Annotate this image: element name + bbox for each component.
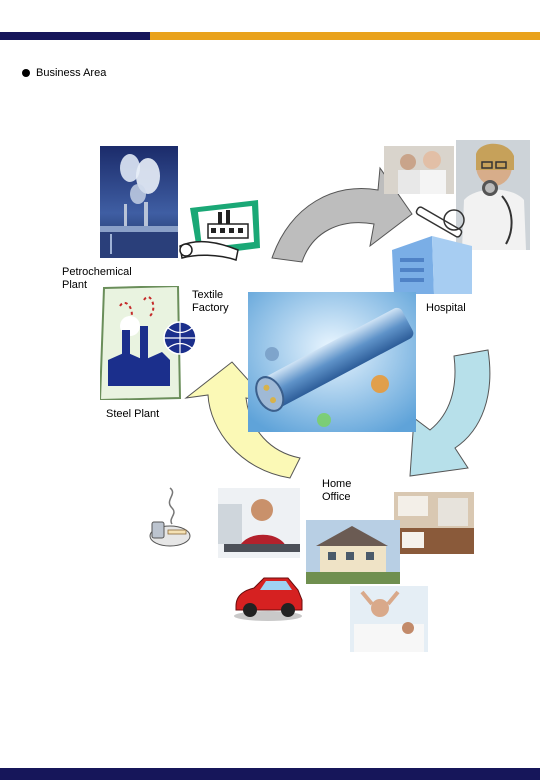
textile-factory-icon [179,200,260,261]
label-hospital: Hospital [426,302,466,314]
ashtray-icon [149,487,191,547]
kitchen-photo [394,492,474,554]
man-at-desk-photo [218,488,300,558]
section-title: Business Area [36,67,107,79]
label-home-office: Home Office [322,478,352,503]
waking-woman-photo [350,586,428,652]
steel-plant-icon [100,286,197,400]
petrochemical-plant-photo [100,146,178,258]
hospital-consult-photo [384,146,454,194]
header-stripe-navy [0,32,150,40]
doctor-stethoscope-photo [456,140,530,250]
section-heading: Business Area [22,67,106,79]
central-filter-tube-image [248,292,416,432]
gray-arrow [271,166,413,263]
bullet-icon [22,69,30,77]
label-petrochemical-plant: Petrochemical Plant [62,266,132,291]
header-stripe [0,32,540,40]
header-stripe-gold [150,32,540,40]
house-photo [306,520,400,584]
hospital-building-icon [392,206,472,294]
label-steel-plant: Steel Plant [106,408,160,420]
blue-arrow [409,349,491,477]
yellow-arrow [184,361,301,479]
label-textile-factory: Textile Factory [192,289,229,314]
red-car-icon [234,577,303,621]
footer-stripe [0,768,540,780]
